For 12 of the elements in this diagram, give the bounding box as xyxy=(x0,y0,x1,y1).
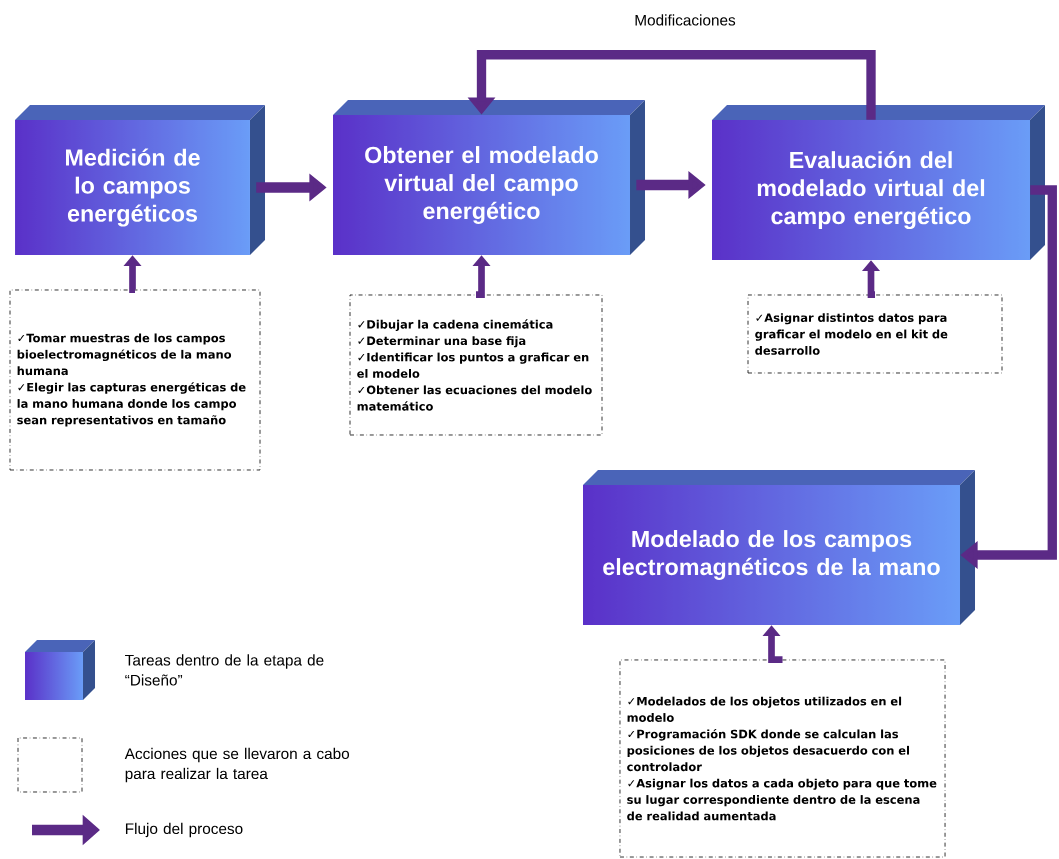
action-box: ✓Dibujar la cadena cinemática ✓Determinar una base fija ✓Identificar los puntos a graficar en el modelo ✓Obtener las ecuaciones del modelo matemático xyxy=(349,294,603,436)
action-box: ✓Asignar distintos datos para graficar el modelo en el kit de desarrollo xyxy=(747,294,1003,374)
legend-text: Flujo del proceso xyxy=(125,822,243,838)
task-cube: Evaluación del modelado virtual del campo energético xyxy=(712,105,1045,260)
task-cube: Obtener el modelado virtual del campo energético xyxy=(333,100,645,255)
edge-label: Modificaciones xyxy=(635,14,736,26)
task-cube: Medición de lo campos energéticos xyxy=(15,105,265,255)
task-cube: Modelado de los campos electromagnéticos de la mano xyxy=(583,470,975,625)
action-box: ✓Modelados de los objetos utilizados en el modelo ✓Programación SDK donde se calculan las posiciones de los objetos desacuerdo con el controlador ✓Asignar los datos a cada objeto para que tome su lugar correspondiente dentro de la escena de realidad aumentada xyxy=(619,659,946,858)
legend-text: Acciones que se llevaron a cabo para realizar la tarea xyxy=(124,747,350,783)
action-box: ✓Tomar muestras de los campos bioelectromagnéticos de la mano humana ✓Elegir las capturas energéticas de la mano humana donde los campo sean representativos en tamaño xyxy=(9,289,261,471)
legend-text: Tareas dentro de la etapa de “Diseño” xyxy=(125,654,324,686)
